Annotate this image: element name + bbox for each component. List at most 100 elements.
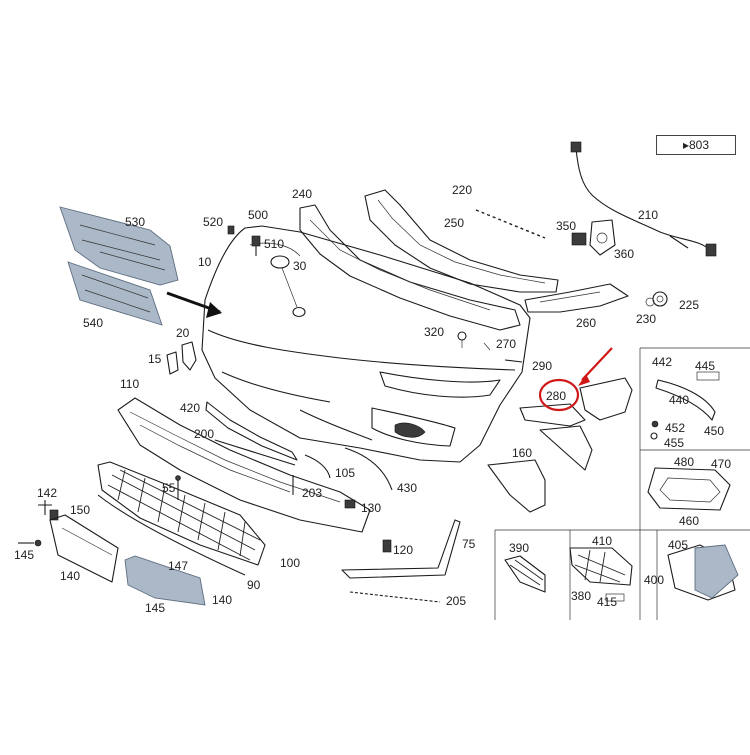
sensor-350 <box>571 232 587 246</box>
label-140b: 140 <box>212 593 232 607</box>
reference-label: 803 <box>689 138 710 152</box>
reference-arrow-icon: ▸ <box>682 138 689 152</box>
label-250: 250 <box>444 216 464 230</box>
label-120: 120 <box>393 543 413 557</box>
label-405: 405 <box>668 538 688 552</box>
detail-460-480 <box>647 467 731 511</box>
label-15: 15 <box>148 352 162 366</box>
label-147: 147 <box>168 559 188 573</box>
label-520: 520 <box>203 215 223 229</box>
label-205: 205 <box>446 594 466 608</box>
label-225: 225 <box>679 298 699 312</box>
label-30: 30 <box>293 259 307 273</box>
strip-200 <box>214 439 296 466</box>
label-280: 280 <box>546 389 566 403</box>
label-142: 142 <box>37 486 57 500</box>
support-250 <box>364 189 559 293</box>
label-203: 203 <box>302 486 322 500</box>
strip-430 <box>344 447 393 491</box>
label-230: 230 <box>636 312 656 326</box>
label-500: 500 <box>248 208 268 222</box>
label-350: 350 <box>556 219 576 233</box>
lower-frame-110 <box>117 397 371 533</box>
plate-bracket-140 <box>49 514 119 583</box>
bracket-15 <box>166 351 179 375</box>
emblem-30 <box>270 255 306 318</box>
label-10: 10 <box>198 255 212 269</box>
label-442: 442 <box>652 355 672 369</box>
label-460: 460 <box>679 514 699 528</box>
reference-803-box[interactable]: ▸ 803 <box>656 135 736 155</box>
strip-105 <box>304 454 331 479</box>
label-55: 55 <box>162 481 176 495</box>
label-430: 430 <box>397 481 417 495</box>
molding-75 <box>341 519 461 579</box>
strip-90 <box>97 494 246 576</box>
detail-panels <box>494 347 750 620</box>
fasteners-left <box>18 500 59 547</box>
strip-220 <box>475 209 546 239</box>
label-140a: 140 <box>60 569 80 583</box>
label-480: 480 <box>674 455 694 469</box>
detail-440-450 <box>650 371 720 440</box>
detail-390 <box>504 555 546 593</box>
label-390: 390 <box>509 541 529 555</box>
bracket-360 <box>589 219 616 256</box>
bumper-cover-10 <box>201 225 531 463</box>
label-510: 510 <box>264 237 284 251</box>
label-100: 100 <box>280 556 300 570</box>
label-145b: 145 <box>145 601 165 615</box>
label-290: 290 <box>532 359 552 373</box>
label-150: 150 <box>70 503 90 517</box>
part-230 <box>645 297 655 307</box>
small-items <box>175 475 392 553</box>
label-200: 200 <box>194 427 214 441</box>
grille-100 <box>97 461 266 566</box>
label-380: 380 <box>571 589 591 603</box>
label-400: 400 <box>644 573 664 587</box>
label-160: 160 <box>512 446 532 460</box>
bracket-20 <box>181 341 197 371</box>
label-440: 440 <box>669 393 689 407</box>
label-470: 470 <box>711 457 731 471</box>
air-guide-540 <box>67 261 163 326</box>
assembly-arrow <box>166 291 222 318</box>
fog-surround-160 <box>487 459 546 513</box>
label-110: 110 <box>120 377 139 391</box>
strip-205 <box>349 591 441 603</box>
part-225 <box>652 291 668 307</box>
label-410: 410 <box>592 534 612 548</box>
plate-bracket-140b <box>124 555 206 606</box>
detail-410 <box>569 547 633 602</box>
label-452: 452 <box>665 421 685 435</box>
label-220: 220 <box>452 183 472 197</box>
fasteners <box>227 225 523 363</box>
label-145a: 145 <box>14 548 34 562</box>
label-420: 420 <box>180 401 200 415</box>
trim-420 <box>205 401 298 461</box>
label-210: 210 <box>638 208 658 222</box>
label-360: 360 <box>614 247 634 261</box>
label-20: 20 <box>176 326 190 340</box>
bracket-260 <box>524 283 629 313</box>
label-75: 75 <box>462 537 476 551</box>
label-450: 450 <box>704 424 724 438</box>
label-540: 540 <box>83 316 103 330</box>
label-240: 240 <box>292 187 312 201</box>
label-90: 90 <box>247 578 261 592</box>
label-530: 530 <box>125 215 145 229</box>
label-455: 455 <box>664 436 684 450</box>
label-270: 270 <box>496 337 516 351</box>
harness-210 <box>570 141 717 257</box>
label-445: 445 <box>695 359 715 373</box>
air-guide-530 <box>59 206 179 286</box>
detail-400-405 <box>667 544 739 601</box>
part-280-assembly <box>519 377 633 471</box>
label-320: 320 <box>424 325 444 339</box>
label-260: 260 <box>576 316 596 330</box>
part-labels: 530 540 520 500 510 30 10 240 220 250 35… <box>14 183 731 615</box>
highlight-marker <box>538 347 613 412</box>
support-240 <box>299 204 521 331</box>
